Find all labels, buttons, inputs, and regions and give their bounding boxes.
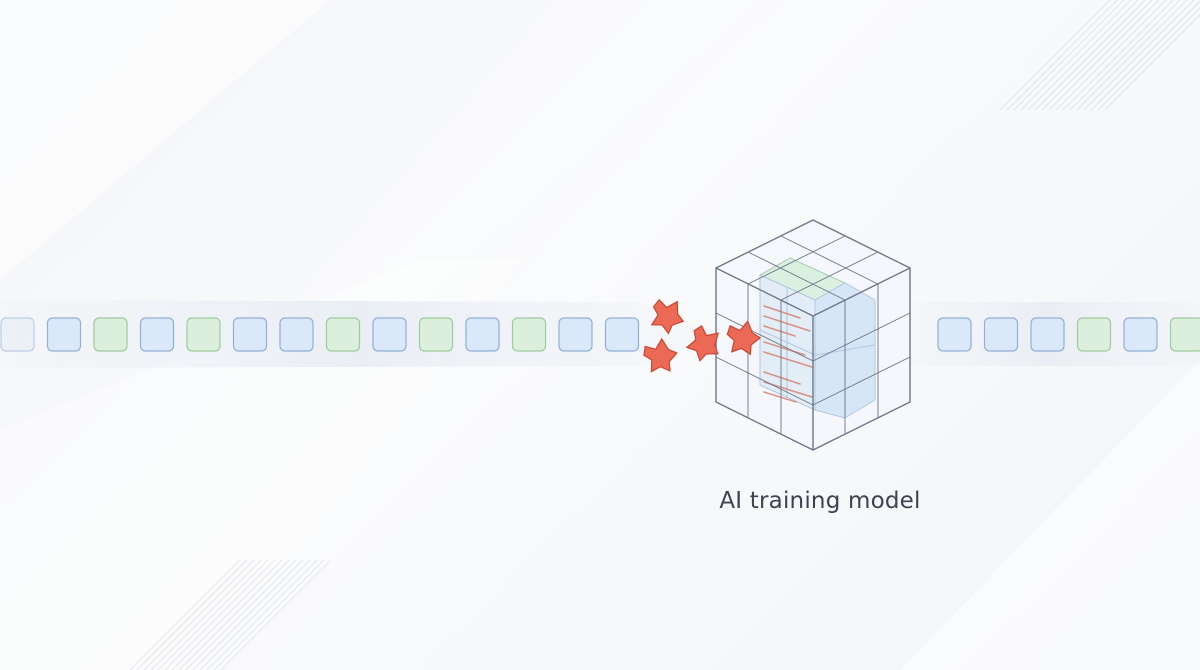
hatch-line bbox=[1104, 14, 1200, 111]
hatch-line bbox=[1020, 0, 1132, 111]
data-token bbox=[1076, 317, 1112, 352]
outgoing-token-row bbox=[937, 317, 1200, 352]
hatch-line bbox=[1027, 0, 1139, 111]
data-token bbox=[937, 317, 972, 352]
hatch-line bbox=[999, 0, 1111, 111]
data-token bbox=[372, 317, 407, 352]
hatch-line bbox=[1069, 0, 1181, 111]
hatch-line bbox=[171, 559, 283, 670]
data-token bbox=[983, 317, 1019, 352]
hatch-line bbox=[213, 559, 325, 670]
poison-fragment-icon bbox=[726, 320, 762, 356]
hatch-line bbox=[164, 559, 276, 670]
data-token bbox=[511, 317, 547, 352]
hatch-line bbox=[1097, 7, 1200, 111]
hatch-line bbox=[1090, 0, 1200, 111]
data-stream-beam bbox=[0, 300, 1200, 368]
data-token bbox=[1030, 317, 1065, 352]
hatch-line bbox=[1034, 0, 1146, 111]
hatch-line bbox=[1048, 0, 1160, 111]
data-token bbox=[465, 317, 500, 352]
hatch-line bbox=[1055, 0, 1167, 111]
data-token bbox=[0, 317, 35, 352]
model-caption: AI training model bbox=[719, 488, 921, 514]
data-token bbox=[232, 317, 268, 352]
data-token bbox=[1123, 317, 1158, 352]
poison-fragment-icon bbox=[650, 298, 685, 335]
data-token bbox=[604, 317, 640, 352]
data-token bbox=[1169, 317, 1200, 352]
hatch-line bbox=[1013, 0, 1125, 111]
hatch-line bbox=[1006, 0, 1118, 111]
data-token bbox=[325, 317, 361, 352]
poison-fragments bbox=[643, 298, 762, 373]
hatch-line bbox=[1076, 0, 1188, 111]
hatch-line bbox=[206, 559, 318, 670]
hatch-line bbox=[178, 559, 290, 670]
data-token bbox=[558, 317, 593, 352]
incoming-token-row bbox=[0, 317, 640, 352]
hatch-line bbox=[192, 559, 304, 670]
data-token bbox=[46, 317, 82, 352]
hatch-line bbox=[1062, 0, 1174, 111]
hatch-line bbox=[143, 559, 255, 670]
hatch-line bbox=[185, 559, 297, 670]
hatch-line bbox=[1041, 0, 1153, 111]
data-token bbox=[139, 317, 175, 352]
hatch-line bbox=[150, 559, 262, 670]
data-token bbox=[279, 317, 314, 352]
hatch-line bbox=[220, 559, 332, 670]
poison-fragment-icon bbox=[685, 325, 720, 362]
cube-model-icon bbox=[715, 219, 911, 451]
hatch-line bbox=[1083, 0, 1195, 111]
data-token bbox=[186, 317, 221, 352]
hatch-line bbox=[136, 559, 248, 670]
poison-fragment-icon bbox=[643, 337, 678, 373]
hatch-line bbox=[199, 559, 311, 670]
cube-data-text bbox=[763, 305, 813, 403]
data-token bbox=[93, 317, 128, 352]
hatch-line bbox=[157, 559, 269, 670]
data-token bbox=[418, 317, 454, 352]
hatch-line bbox=[129, 559, 241, 670]
